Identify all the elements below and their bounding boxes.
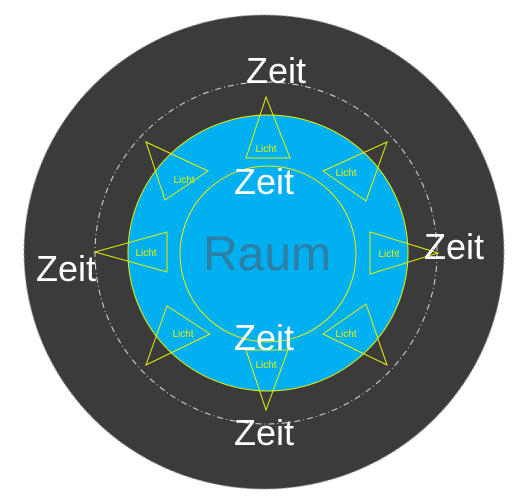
light-triangle-bottom: Licht (245, 349, 289, 412)
licht-label: Licht (335, 168, 356, 179)
licht-label: Licht (255, 144, 276, 155)
light-triangle-top-left: Licht (145, 141, 210, 201)
licht-label: Licht (172, 329, 193, 340)
licht-label: Licht (378, 249, 399, 260)
licht-label: Licht (335, 329, 356, 340)
licht-label: Licht (173, 175, 194, 186)
inner-space-disc (127, 114, 409, 392)
raum-label: Raum (203, 228, 331, 281)
inner-yellow-ring (179, 165, 357, 343)
light-triangle-left: Licht (93, 231, 168, 273)
zeit-label-right: Zeit (424, 226, 484, 267)
light-triangle-top-right: Licht (321, 141, 388, 202)
light-triangle-bottom-right: Licht (322, 303, 388, 366)
zeit-label-top: Zeit (246, 50, 306, 91)
light-triangle-top: Licht (245, 95, 291, 159)
zeit-label-left: Zeit (36, 248, 96, 289)
licht-label: Licht (135, 248, 156, 259)
zeit-label-upper-inner: Zeit (234, 161, 294, 202)
licht-label: Licht (255, 360, 276, 371)
light-triangle-right: Licht (369, 231, 440, 275)
zeit-label-bottom: Zeit (234, 412, 294, 453)
light-triangle-bottom-left: Licht (145, 305, 212, 366)
zeit-label-lower-inner: Zeit (234, 317, 294, 358)
